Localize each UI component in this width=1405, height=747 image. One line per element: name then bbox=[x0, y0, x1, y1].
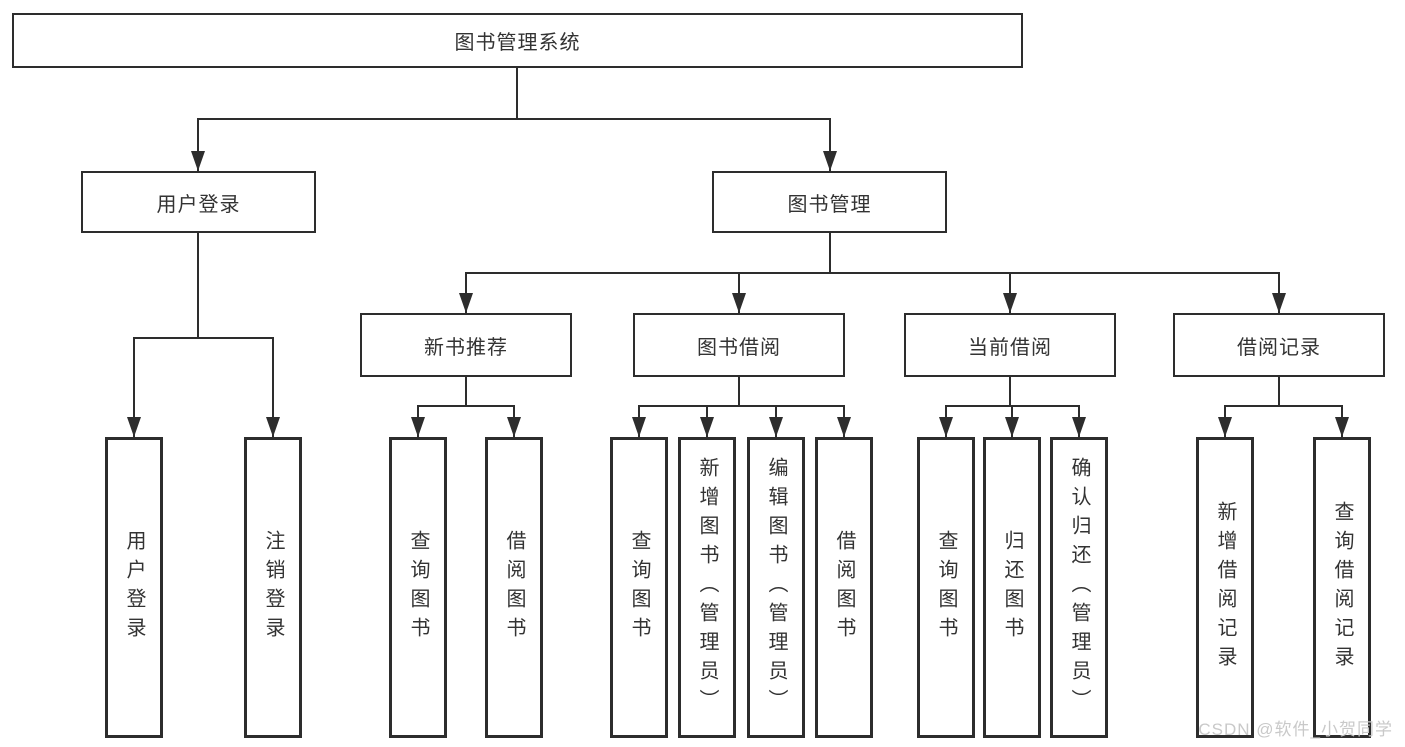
edge-root-stem bbox=[516, 68, 518, 118]
leaf-nb-borrow-books: 借阅图书 bbox=[485, 437, 543, 738]
arrow-down-icon bbox=[459, 293, 473, 313]
node-new-book-recommend: 新书推荐 bbox=[360, 313, 572, 377]
node-book-borrow: 图书借阅 bbox=[633, 313, 845, 377]
leaf-cb-return-books: 归还图书 bbox=[983, 437, 1041, 738]
leaf-bb-query-books-label: 查询图书 bbox=[628, 529, 650, 646]
node-user-login-group: 用户登录 bbox=[81, 171, 316, 233]
leaf-cb-return-books-label: 归还图书 bbox=[1001, 529, 1023, 646]
leaf-bb-borrow-books-label: 借阅图书 bbox=[833, 529, 855, 646]
edge-to-book-borrow bbox=[738, 272, 740, 313]
leaf-bb-edit-books-admin: 编辑图书（管理员） bbox=[747, 437, 805, 738]
leaf-user-login-label: 用户登录 bbox=[123, 529, 145, 646]
leaf-logout-label: 注销登录 bbox=[262, 529, 284, 646]
arrow-down-icon bbox=[700, 417, 714, 437]
leaf-br-query-record: 查询借阅记录 bbox=[1313, 437, 1371, 738]
edge-br-stem bbox=[1278, 377, 1280, 407]
arrow-down-icon bbox=[1072, 417, 1086, 437]
node-root-label: 图书管理系统 bbox=[454, 32, 581, 54]
leaf-bb-borrow-books: 借阅图书 bbox=[815, 437, 873, 738]
edge-nbr-stem bbox=[465, 377, 467, 407]
arrow-down-icon bbox=[191, 151, 205, 171]
leaf-nb-borrow-books-label: 借阅图书 bbox=[503, 529, 525, 646]
node-borrow-records: 借阅记录 bbox=[1173, 313, 1385, 377]
edge-to-leaf-logout bbox=[272, 337, 274, 437]
leaf-cb-query-books: 查询图书 bbox=[917, 437, 975, 738]
leaf-br-add-record-label: 新增借阅记录 bbox=[1214, 500, 1236, 675]
leaf-bb-edit-books-admin-label: 编辑图书（管理员） bbox=[765, 457, 787, 718]
edge-user-login-stem bbox=[197, 233, 199, 339]
node-book-management-label: 图书管理 bbox=[787, 193, 872, 216]
edge-to-new-book-recommend bbox=[465, 272, 467, 313]
edge-bb-rail bbox=[638, 405, 845, 407]
arrow-down-icon bbox=[823, 151, 837, 171]
node-borrow-records-label: 借阅记录 bbox=[1237, 336, 1321, 359]
arrow-down-icon bbox=[127, 417, 141, 437]
arrow-down-icon bbox=[732, 293, 746, 313]
arrow-down-icon bbox=[507, 417, 521, 437]
arrow-down-icon bbox=[1272, 293, 1286, 313]
edge-nbr-rail bbox=[417, 405, 515, 407]
arrow-down-icon bbox=[632, 417, 646, 437]
edge-to-user-login-group bbox=[197, 118, 199, 171]
arrow-down-icon bbox=[411, 417, 425, 437]
leaf-bb-add-books-admin-label: 新增图书（管理员） bbox=[696, 457, 718, 718]
leaf-nb-query-books-label: 查询图书 bbox=[407, 529, 429, 646]
leaf-br-query-record-label: 查询借阅记录 bbox=[1331, 500, 1353, 675]
leaf-cb-confirm-return-admin: 确认归还（管理员） bbox=[1050, 437, 1108, 738]
edge-to-book-management bbox=[829, 118, 831, 171]
edge-user-login-rail bbox=[133, 337, 274, 339]
arrow-down-icon bbox=[1335, 417, 1349, 437]
leaf-cb-query-books-label: 查询图书 bbox=[935, 529, 957, 646]
edge-br-rail bbox=[1224, 405, 1343, 407]
leaf-logout: 注销登录 bbox=[244, 437, 302, 738]
node-current-borrow: 当前借阅 bbox=[904, 313, 1116, 377]
arrow-down-icon bbox=[1003, 293, 1017, 313]
edge-book-mgmt-stem bbox=[829, 233, 831, 274]
edge-bb-stem bbox=[738, 377, 740, 407]
node-new-book-recommend-label: 新书推荐 bbox=[424, 336, 508, 359]
watermark-text: CSDN @软件_小贺同学 bbox=[1198, 720, 1393, 739]
leaf-br-add-record: 新增借阅记录 bbox=[1196, 437, 1254, 738]
edge-to-leaf-user-login bbox=[133, 337, 135, 437]
leaf-bb-add-books-admin: 新增图书（管理员） bbox=[678, 437, 736, 738]
arrow-down-icon bbox=[266, 417, 280, 437]
node-root: 图书管理系统 bbox=[12, 13, 1023, 68]
node-user-login-group-label: 用户登录 bbox=[156, 193, 241, 216]
edge-cb-stem bbox=[1009, 377, 1011, 407]
arrow-down-icon bbox=[769, 417, 783, 437]
edge-level3-rail bbox=[465, 272, 1280, 274]
arrow-down-icon bbox=[1005, 417, 1019, 437]
arrow-down-icon bbox=[837, 417, 851, 437]
leaf-user-login: 用户登录 bbox=[105, 437, 163, 738]
leaf-nb-query-books: 查询图书 bbox=[389, 437, 447, 738]
edge-level2-rail bbox=[197, 118, 831, 120]
edge-to-current-borrow bbox=[1009, 272, 1011, 313]
arrow-down-icon bbox=[939, 417, 953, 437]
arrow-down-icon bbox=[1218, 417, 1232, 437]
leaf-cb-confirm-return-admin-label: 确认归还（管理员） bbox=[1068, 457, 1090, 718]
leaf-bb-query-books: 查询图书 bbox=[610, 437, 668, 738]
edge-to-borrow-records bbox=[1278, 272, 1280, 313]
node-book-management: 图书管理 bbox=[712, 171, 947, 233]
node-current-borrow-label: 当前借阅 bbox=[968, 336, 1052, 359]
node-book-borrow-label: 图书借阅 bbox=[697, 336, 781, 359]
